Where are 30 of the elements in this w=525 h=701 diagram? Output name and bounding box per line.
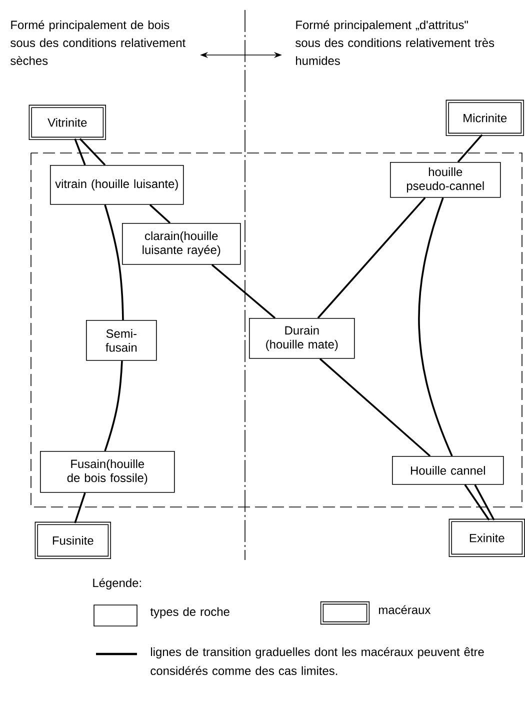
note-text: Légende: [93,578,141,590]
legend-text: lignes de transition graduelles dont les macéraux peuvent être considérés comme des cas limites. [150,647,484,676]
rock-type-box: Durain (houille mate) [249,318,355,359]
maceral-box: Vitrinite [28,104,106,140]
legend-text: types de roche [150,607,230,618]
transition-line [149,204,171,224]
transition-line [418,198,453,456]
rock-type-box: clarain(houille luisante rayée) [122,223,241,265]
transition-line [474,484,495,520]
transition-line [317,197,426,319]
transition-line [74,138,86,166]
rock-type-box: vitrain (houille luisante) [50,165,184,205]
transition-line [104,204,124,320]
transition-line [319,358,431,457]
rock-type-box: Semi- fusain [86,320,157,361]
legend-text: macéraux [379,605,431,614]
transition-line [211,264,276,319]
maceral-box: Fusinite [34,522,111,559]
transition-line [464,484,490,521]
rock-type-box: Fusain(houille de bois fossile) [40,451,175,493]
transition-line [104,360,123,452]
transition-line [457,134,483,163]
note-text: Formé principalement de bois sous des conditions relativement sèches [10,20,186,65]
note-text: Formé principalement „d'attritus" sous des conditions relativement très humides [296,20,494,65]
rock-type-box: Houille cannel [392,456,504,485]
transition-line [74,492,86,524]
maceral-box: Exinite [448,518,525,557]
transition-line [79,138,106,166]
rock-type-box: houille pseudo-cannel [390,162,501,198]
maceral-box: Micrinite [446,100,524,136]
